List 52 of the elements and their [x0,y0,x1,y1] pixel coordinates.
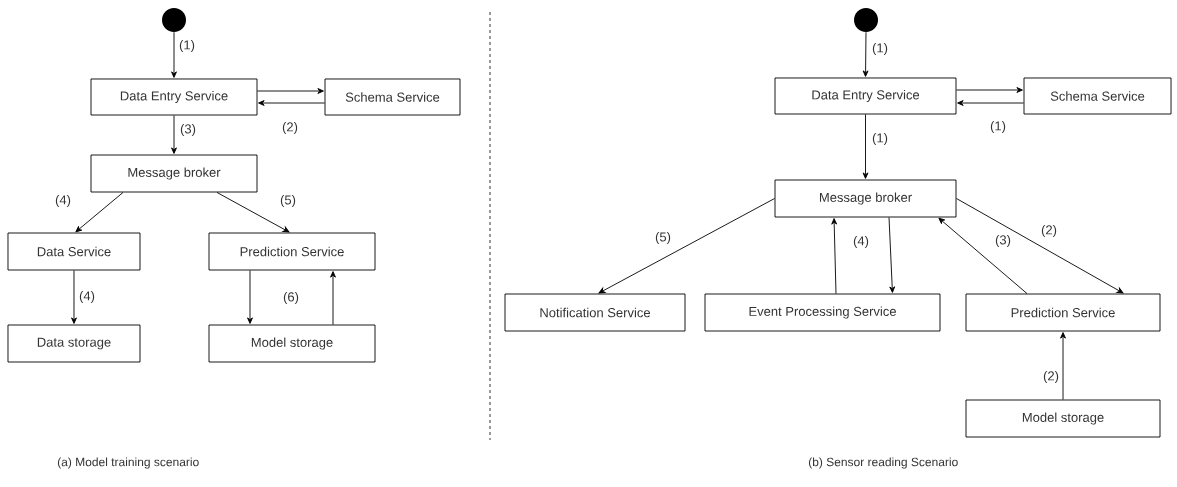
edge-label: (2) [282,121,298,135]
edge-label: (1) [872,132,888,146]
service-box: Message broker [90,154,258,193]
arrow [171,115,177,154]
service-box: Schema Service [1023,77,1172,115]
arrow [330,271,336,325]
edge-label: (2) [1043,370,1059,384]
arrow [247,270,253,324]
arrow [216,192,290,233]
service-box: Data Entry Service [774,77,957,115]
arrow [171,31,177,78]
edge-label: (6) [283,291,299,305]
edge-label: (1) [179,39,195,53]
arrow [862,114,869,179]
edge-label: (4) [853,235,869,249]
arrow [888,217,896,293]
caption-text: (b) Sensor reading Scenario [808,457,958,469]
edge-label: (1) [990,120,1006,134]
arrow [257,88,324,94]
service-box: Data Service [7,232,141,271]
service-box: Model storage [208,324,376,363]
arrow [75,192,124,233]
service-box: Prediction Service [208,232,376,271]
edge-label: (5) [280,194,296,208]
service-box: Notification Service [504,293,686,332]
edge-label: (5) [655,231,671,245]
service-box: Message broker [774,179,957,218]
arrow [598,198,775,294]
service-box: Event Processing Service [704,293,941,332]
service-box: Data Entry Service [90,78,258,116]
arrow [862,31,869,77]
arrow [71,270,77,324]
arrow [938,217,1028,294]
arrow [956,198,1124,294]
edge-label: (3) [995,234,1011,248]
edge-label: (4) [55,194,71,208]
service-box: Model storage [965,399,1161,438]
service-box: Prediction Service [965,293,1161,332]
edge-label: (3) [180,123,196,137]
edge-label: (2) [1041,224,1057,238]
arrow [956,87,1023,93]
edge-label: (1) [872,42,888,56]
arrow [831,218,838,294]
arrow [1060,332,1066,400]
service-box: Data storage [7,324,141,363]
service-box: Schema Service [324,78,461,116]
caption-text: (a) Model training scenario [57,457,199,469]
arrow [957,100,1024,106]
edge-label: (4) [79,290,95,304]
start-circle [854,8,878,32]
arrow [258,100,325,106]
start-circle [162,8,186,32]
